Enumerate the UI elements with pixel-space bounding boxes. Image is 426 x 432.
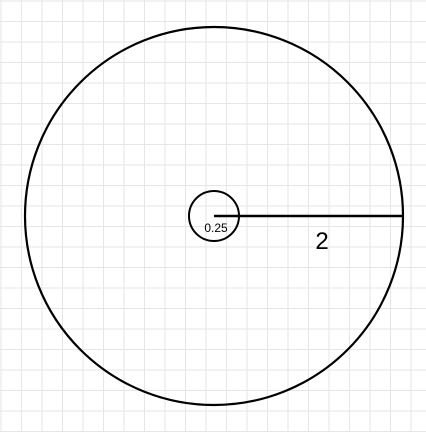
inner-radius-label: 0.25	[204, 221, 228, 235]
outer-radius-label: 2	[315, 228, 328, 255]
